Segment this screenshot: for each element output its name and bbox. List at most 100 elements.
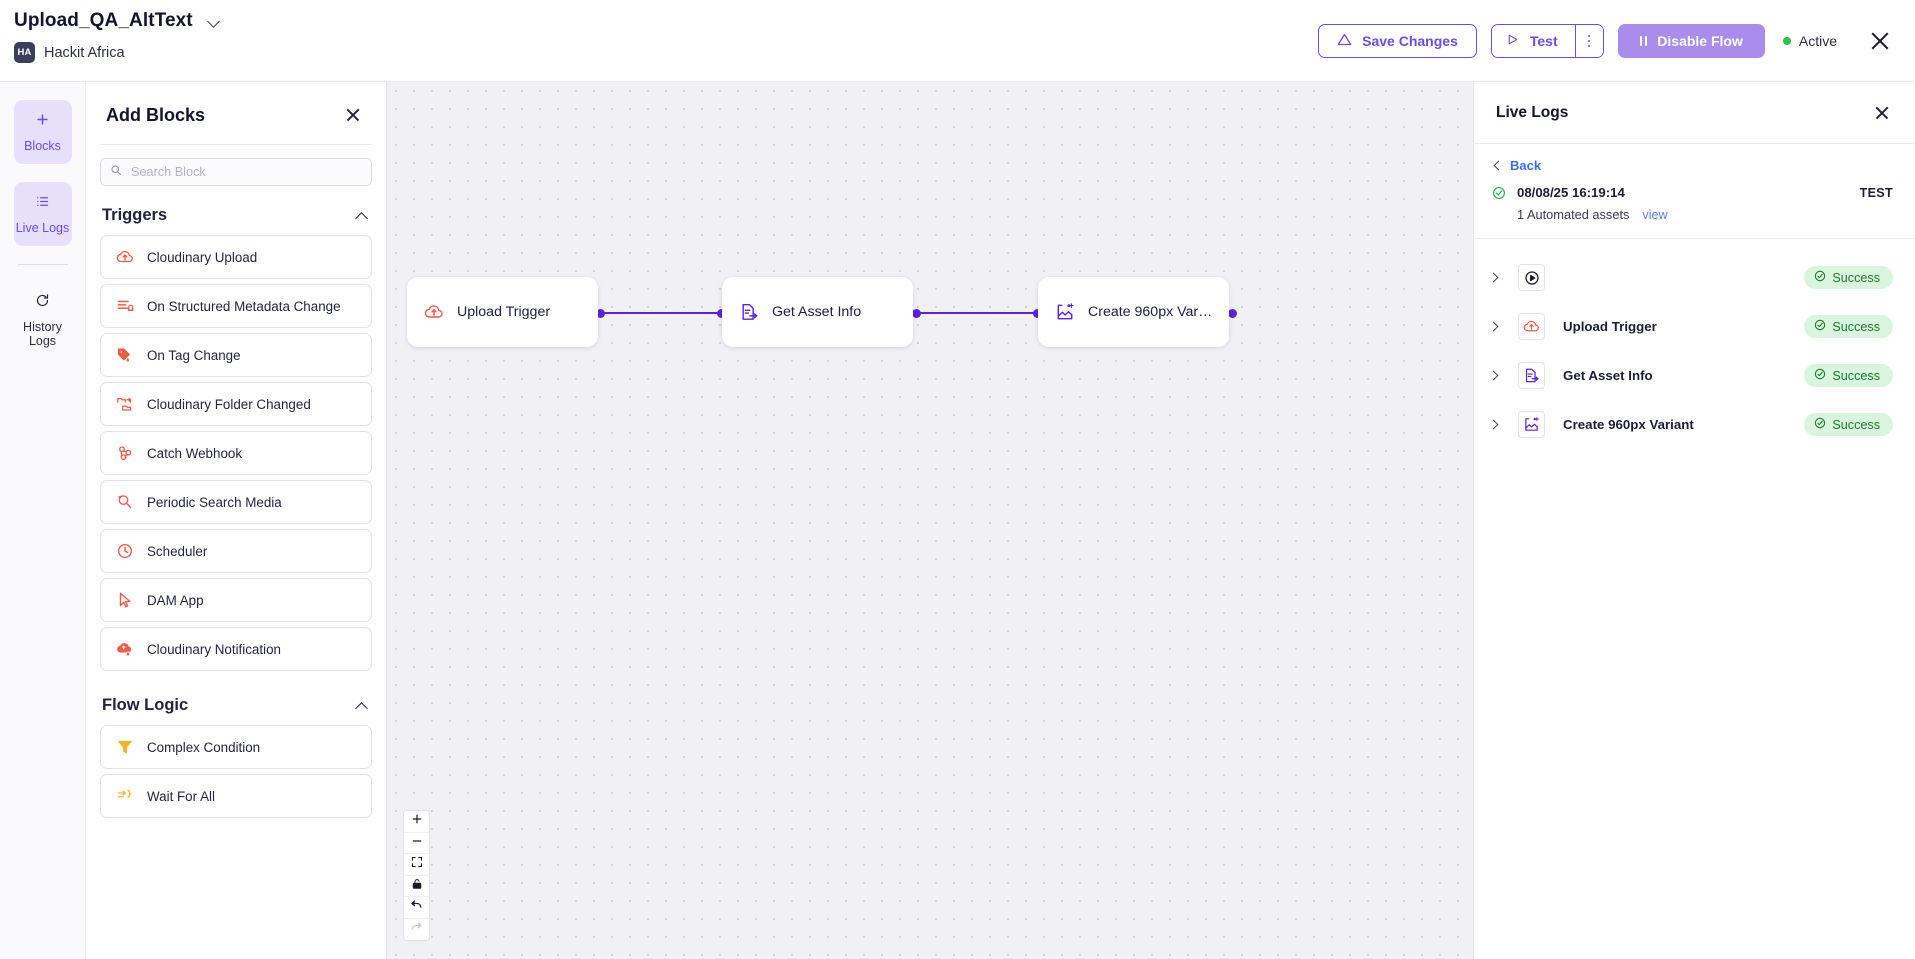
block-item-complex-condition[interactable]: Complex Condition: [100, 725, 372, 769]
flow-canvas[interactable]: Upload Trigger Get Asset Info Create 960…: [387, 82, 1505, 959]
test-button[interactable]: Test: [1491, 25, 1575, 57]
back-button[interactable]: Back: [1474, 144, 1915, 173]
status-badge: Active: [1782, 33, 1837, 49]
image-variant-icon: [1518, 411, 1545, 438]
test-more-options-button[interactable]: [1574, 25, 1603, 57]
block-item-cloudinary-upload[interactable]: Cloudinary Upload: [100, 235, 372, 279]
block-label: On Tag Change: [147, 347, 241, 363]
asset-info-icon: [1518, 362, 1545, 389]
chevron-down-icon[interactable]: [207, 14, 221, 28]
asset-info-icon: [738, 302, 759, 323]
search-block-wrap: [86, 145, 386, 186]
blocks-list[interactable]: Triggers Cloudinary Upload On Structured…: [86, 186, 386, 959]
lock-button[interactable]: [404, 875, 429, 897]
sidebar-item-history-logs[interactable]: History Logs: [14, 281, 72, 359]
block-item-scheduler[interactable]: Scheduler: [100, 529, 372, 573]
chevron-right-icon[interactable]: [1488, 419, 1500, 431]
port-get-asset-info-out[interactable]: [912, 309, 921, 318]
log-entry-run-start[interactable]: Success: [1474, 253, 1915, 302]
save-changes-button[interactable]: Save Changes: [1318, 24, 1477, 58]
lock-icon: [411, 877, 423, 895]
group-header-flow-logic[interactable]: Flow Logic: [100, 676, 372, 725]
left-rail: Blocks Live Logs History Logs: [0, 82, 86, 959]
port-upload-trigger-out[interactable]: [596, 309, 605, 318]
log-entry-upload-trigger[interactable]: Upload Trigger Success: [1474, 302, 1915, 351]
flow-title-row: Upload_QA_AltText: [14, 10, 221, 32]
chevron-right-icon[interactable]: [1488, 370, 1500, 382]
chevron-right-icon[interactable]: [1488, 321, 1500, 333]
check-circle-icon: [1814, 417, 1826, 432]
sidebar-item-blocks[interactable]: Blocks: [13, 100, 72, 164]
status-label: Success: [1832, 270, 1880, 285]
flow-node-upload-trigger[interactable]: Upload Trigger: [407, 277, 598, 347]
block-label: Periodic Search Media: [147, 494, 282, 510]
close-icon[interactable]: [1865, 26, 1895, 56]
save-changes-label: Save Changes: [1362, 33, 1458, 49]
pause-icon: [1639, 36, 1648, 46]
list-icon: [35, 194, 50, 214]
organization-name: Hackit Africa: [44, 44, 125, 61]
block-label: Scheduler: [147, 543, 208, 559]
block-item-on-structured-metadata-change[interactable]: On Structured Metadata Change: [100, 284, 372, 328]
chevron-right-icon[interactable]: [1488, 272, 1500, 284]
zoom-in-button[interactable]: [404, 811, 429, 833]
back-label: Back: [1510, 158, 1542, 173]
run-timestamp: 08/08/25 16:19:14: [1517, 185, 1625, 200]
block-item-periodic-search-media[interactable]: Periodic Search Media: [100, 480, 372, 524]
run-assets-row: 1 Automated assets view: [1474, 200, 1915, 222]
flow-node-get-asset-info[interactable]: Get Asset Info: [722, 277, 913, 347]
sidebar-item-blocks-label: Blocks: [24, 139, 61, 153]
fit-view-icon: [411, 855, 423, 873]
logs-header-divider: [1474, 143, 1915, 144]
run-environment-badge: TEST: [1859, 185, 1893, 200]
warning-triangle-icon: [1337, 32, 1352, 50]
flow-node-create-960px-variant[interactable]: Create 960px Varia...: [1038, 277, 1229, 347]
fit-view-button[interactable]: [404, 854, 429, 876]
undo-button[interactable]: [404, 897, 429, 919]
block-item-wait-for-all[interactable]: Wait For All: [100, 774, 372, 818]
funnel-icon: [115, 738, 134, 757]
search-input[interactable]: [131, 165, 362, 179]
port-create-variant-in[interactable]: [1033, 309, 1042, 318]
status-label: Success: [1832, 417, 1880, 432]
log-entry-name: Upload Trigger: [1563, 319, 1657, 334]
status-label: Active: [1798, 33, 1837, 49]
add-blocks-panel: Add Blocks Triggers Cloudinary Upload: [86, 82, 387, 959]
metadata-bell-icon: [115, 297, 134, 316]
status-label: Success: [1832, 319, 1880, 334]
play-circle-icon: [1518, 264, 1545, 291]
header-left: Upload_QA_AltText HA Hackit Africa: [0, 0, 221, 63]
disable-flow-label: Disable Flow: [1657, 33, 1743, 49]
clock-icon: [115, 542, 134, 561]
block-item-on-tag-change[interactable]: On Tag Change: [100, 333, 372, 377]
flow-node-label: Get Asset Info: [772, 304, 862, 320]
cloud-bell-icon: [115, 640, 134, 659]
disable-flow-button[interactable]: Disable Flow: [1617, 24, 1765, 58]
block-label: Cloudinary Upload: [147, 249, 258, 265]
search-refresh-icon: [115, 493, 134, 512]
header-actions: Save Changes Test Disable Flow Active: [1318, 0, 1915, 58]
add-blocks-title: Add Blocks: [106, 104, 206, 125]
chevron-up-icon[interactable]: [355, 209, 368, 222]
close-panel-icon[interactable]: [342, 104, 364, 126]
sidebar-item-live-logs-label: Live Logs: [15, 221, 70, 235]
port-get-asset-info-in[interactable]: [717, 309, 726, 318]
zoom-out-button[interactable]: [404, 832, 429, 854]
block-item-cloudinary-notification[interactable]: Cloudinary Notification: [100, 627, 372, 671]
block-item-catch-webhook[interactable]: Catch Webhook: [100, 431, 372, 475]
port-create-variant-out[interactable]: [1228, 309, 1237, 318]
group-header-triggers[interactable]: Triggers: [100, 186, 372, 235]
block-label: DAM App: [147, 592, 204, 608]
chevron-up-icon[interactable]: [355, 699, 368, 712]
play-icon: [1506, 33, 1519, 49]
block-item-dam-app[interactable]: DAM App: [100, 578, 372, 622]
close-logs-icon[interactable]: [1871, 102, 1893, 124]
sidebar-item-live-logs[interactable]: Live Logs: [13, 182, 72, 246]
block-item-cloudinary-folder-changed[interactable]: Cloudinary Folder Changed: [100, 382, 372, 426]
log-entry-get-asset-info[interactable]: Get Asset Info Success: [1474, 351, 1915, 400]
search-block-box[interactable]: [100, 158, 372, 186]
log-entry-create-960px-variant[interactable]: Create 960px Variant Success: [1474, 400, 1915, 449]
redo-button[interactable]: [404, 918, 429, 940]
view-assets-link[interactable]: view: [1642, 207, 1668, 222]
test-button-group: Test: [1490, 24, 1604, 58]
